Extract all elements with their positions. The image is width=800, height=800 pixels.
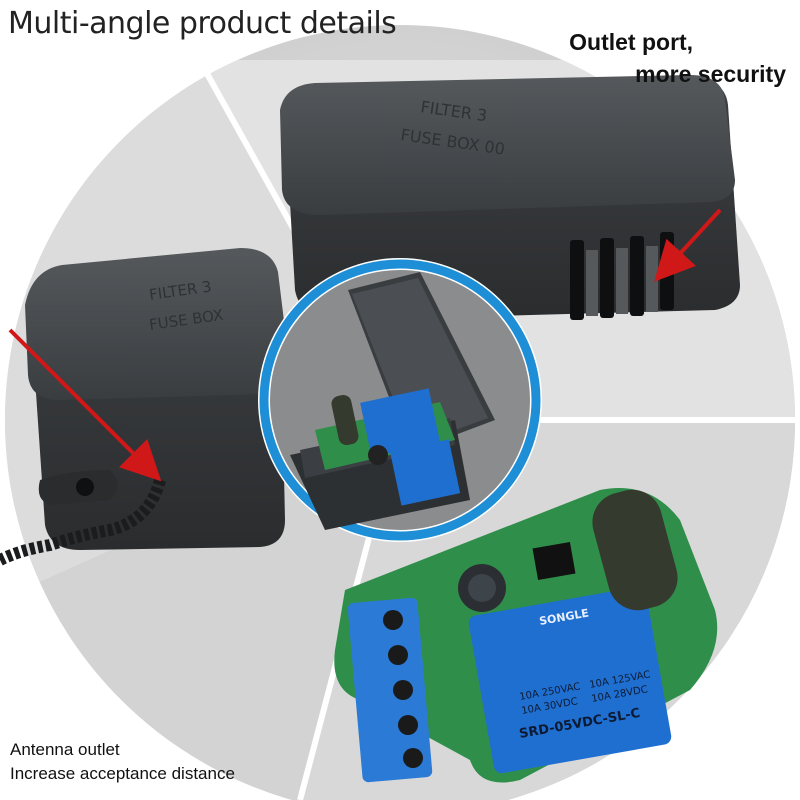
outlet-callout-line1: Outlet port, [569, 29, 694, 55]
outlet-callout-line2: more security [635, 61, 786, 87]
red-arrow-icon [8, 208, 722, 482]
antenna-callout-line2: Increase acceptance distance [10, 764, 235, 783]
pcb-relay-view: SONGLE 10A 250VAC 10A 30VDC 10A 125VAC 1… [334, 488, 718, 783]
page-title: Multi-angle product details [8, 6, 397, 41]
center-product-badge [258, 258, 542, 542]
antenna-callout: Antenna outlet Increase acceptance dista… [10, 738, 235, 786]
enclosure-side-view: FILTER 3 FUSE BOX [0, 248, 290, 566]
antenna-callout-line1: Antenna outlet [10, 740, 120, 759]
outlet-callout: Outlet port, more security [569, 26, 786, 90]
relay-module-icon [290, 272, 495, 530]
